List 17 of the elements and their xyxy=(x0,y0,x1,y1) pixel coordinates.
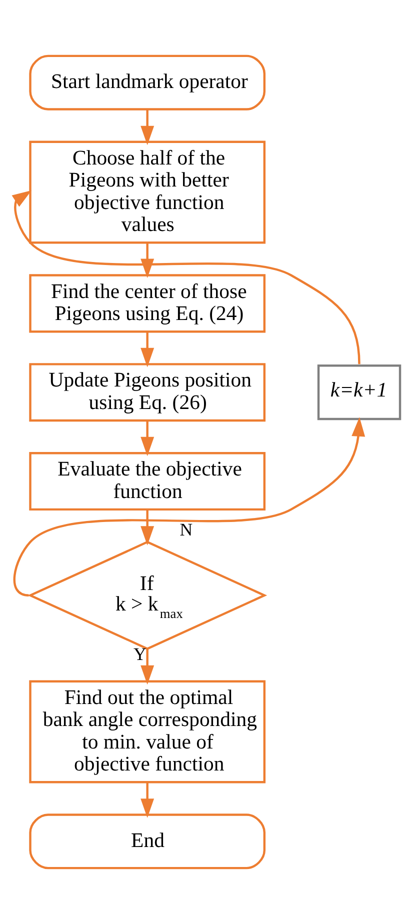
arrow xyxy=(140,332,154,368)
node-box: Evaluate the objective function xyxy=(29,452,266,511)
node-box: Find out the optimal bank angle corresponding to min. value of objective function xyxy=(29,680,266,784)
arrow xyxy=(140,782,154,818)
node-box: Choose half of the Pigeons with better objective function values xyxy=(29,140,266,244)
arrow xyxy=(140,420,154,456)
arrow xyxy=(140,510,154,546)
node-box: Find the center of those Pigeons using Eq. (24) xyxy=(29,274,266,333)
node-box: k=k+1 xyxy=(317,364,402,420)
arrow xyxy=(12,190,360,364)
node-box: Update Pigeons position using Eq. (26) xyxy=(29,363,266,422)
node-box: Start landmark operator xyxy=(29,54,266,110)
arrow xyxy=(140,109,154,146)
arrow xyxy=(140,648,154,685)
node-box: End xyxy=(29,814,266,870)
arrow xyxy=(140,242,154,278)
edge-label: N xyxy=(180,519,193,540)
